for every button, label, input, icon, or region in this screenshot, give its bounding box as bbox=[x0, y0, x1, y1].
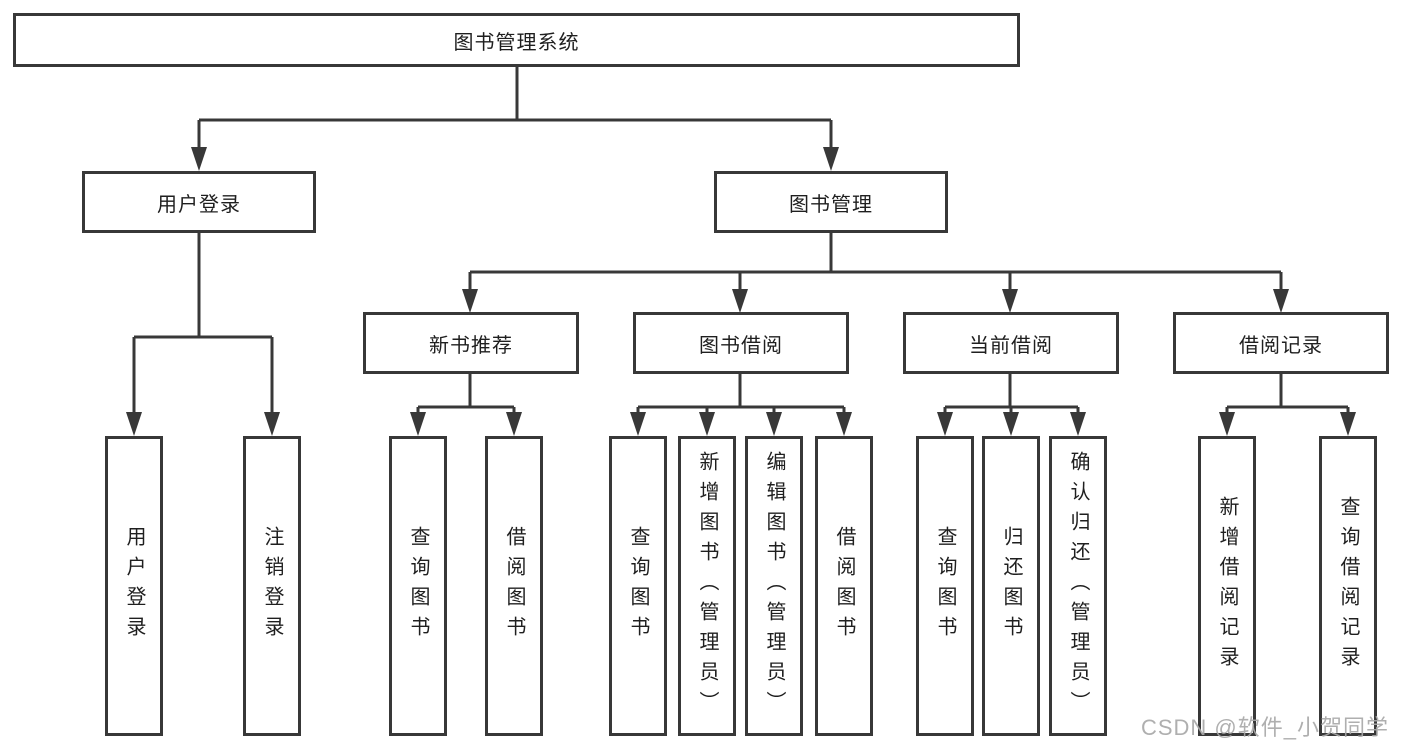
leaf-br-add-record-label: 新增借阅记录 bbox=[1216, 496, 1238, 676]
node-book-management-label: 图书管理 bbox=[789, 193, 873, 216]
leaf-cb-return-book-label: 归还图书 bbox=[1000, 526, 1022, 646]
leaf-logout-label: 注销登录 bbox=[261, 526, 283, 646]
node-root-system: 图书管理系统 bbox=[13, 13, 1020, 67]
node-current-borrow-label: 当前借阅 bbox=[969, 334, 1053, 357]
leaf-bb-query-book: 查询图书 bbox=[609, 436, 667, 736]
node-new-book-recommend-label: 新书推荐 bbox=[429, 334, 513, 357]
node-user-login-label: 用户登录 bbox=[157, 193, 241, 216]
leaf-nb-borrow-book-label: 借阅图书 bbox=[503, 526, 525, 646]
arrowheads bbox=[126, 147, 1356, 436]
leaf-br-query-record: 查询借阅记录 bbox=[1319, 436, 1377, 736]
leaf-br-query-record-label: 查询借阅记录 bbox=[1337, 496, 1359, 676]
node-current-borrow: 当前借阅 bbox=[903, 312, 1119, 374]
leaf-nb-query-book: 查询图书 bbox=[389, 436, 447, 736]
leaf-bb-query-book-label: 查询图书 bbox=[627, 526, 649, 646]
leaf-nb-query-book-label: 查询图书 bbox=[407, 526, 429, 646]
leaf-bb-borrow-book: 借阅图书 bbox=[815, 436, 873, 736]
leaf-user-login: 用户登录 bbox=[105, 436, 163, 736]
csdn-watermark: CSDN @软件_小贺同学 bbox=[1140, 715, 1389, 740]
node-book-borrow-label: 图书借阅 bbox=[699, 334, 783, 357]
leaf-user-login-label: 用户登录 bbox=[123, 526, 145, 646]
leaf-cb-query-book-label: 查询图书 bbox=[934, 526, 956, 646]
leaf-br-add-record: 新增借阅记录 bbox=[1198, 436, 1256, 736]
leaf-cb-confirm-return-admin: 确认归还（管理员） bbox=[1049, 436, 1107, 736]
leaf-bb-add-book-admin: 新增图书（管理员） bbox=[678, 436, 736, 736]
leaf-nb-borrow-book: 借阅图书 bbox=[485, 436, 543, 736]
leaf-cb-query-book: 查询图书 bbox=[916, 436, 974, 736]
leaf-bb-borrow-book-label: 借阅图书 bbox=[833, 526, 855, 646]
leaf-bb-add-book-admin-label: 新增图书（管理员） bbox=[696, 451, 718, 721]
leaf-cb-confirm-return-admin-label: 确认归还（管理员） bbox=[1067, 451, 1089, 721]
node-user-login: 用户登录 bbox=[82, 171, 316, 233]
node-book-borrow: 图书借阅 bbox=[633, 312, 849, 374]
node-book-management: 图书管理 bbox=[714, 171, 948, 233]
leaf-cb-return-book: 归还图书 bbox=[982, 436, 1040, 736]
leaf-bb-edit-book-admin: 编辑图书（管理员） bbox=[745, 436, 803, 736]
leaf-bb-edit-book-admin-label: 编辑图书（管理员） bbox=[763, 451, 785, 721]
node-root-label: 图书管理系统 bbox=[453, 31, 580, 54]
leaf-logout: 注销登录 bbox=[243, 436, 301, 736]
node-new-book-recommend: 新书推荐 bbox=[363, 312, 579, 374]
node-borrow-record: 借阅记录 bbox=[1173, 312, 1389, 374]
node-borrow-record-label: 借阅记录 bbox=[1239, 334, 1323, 357]
